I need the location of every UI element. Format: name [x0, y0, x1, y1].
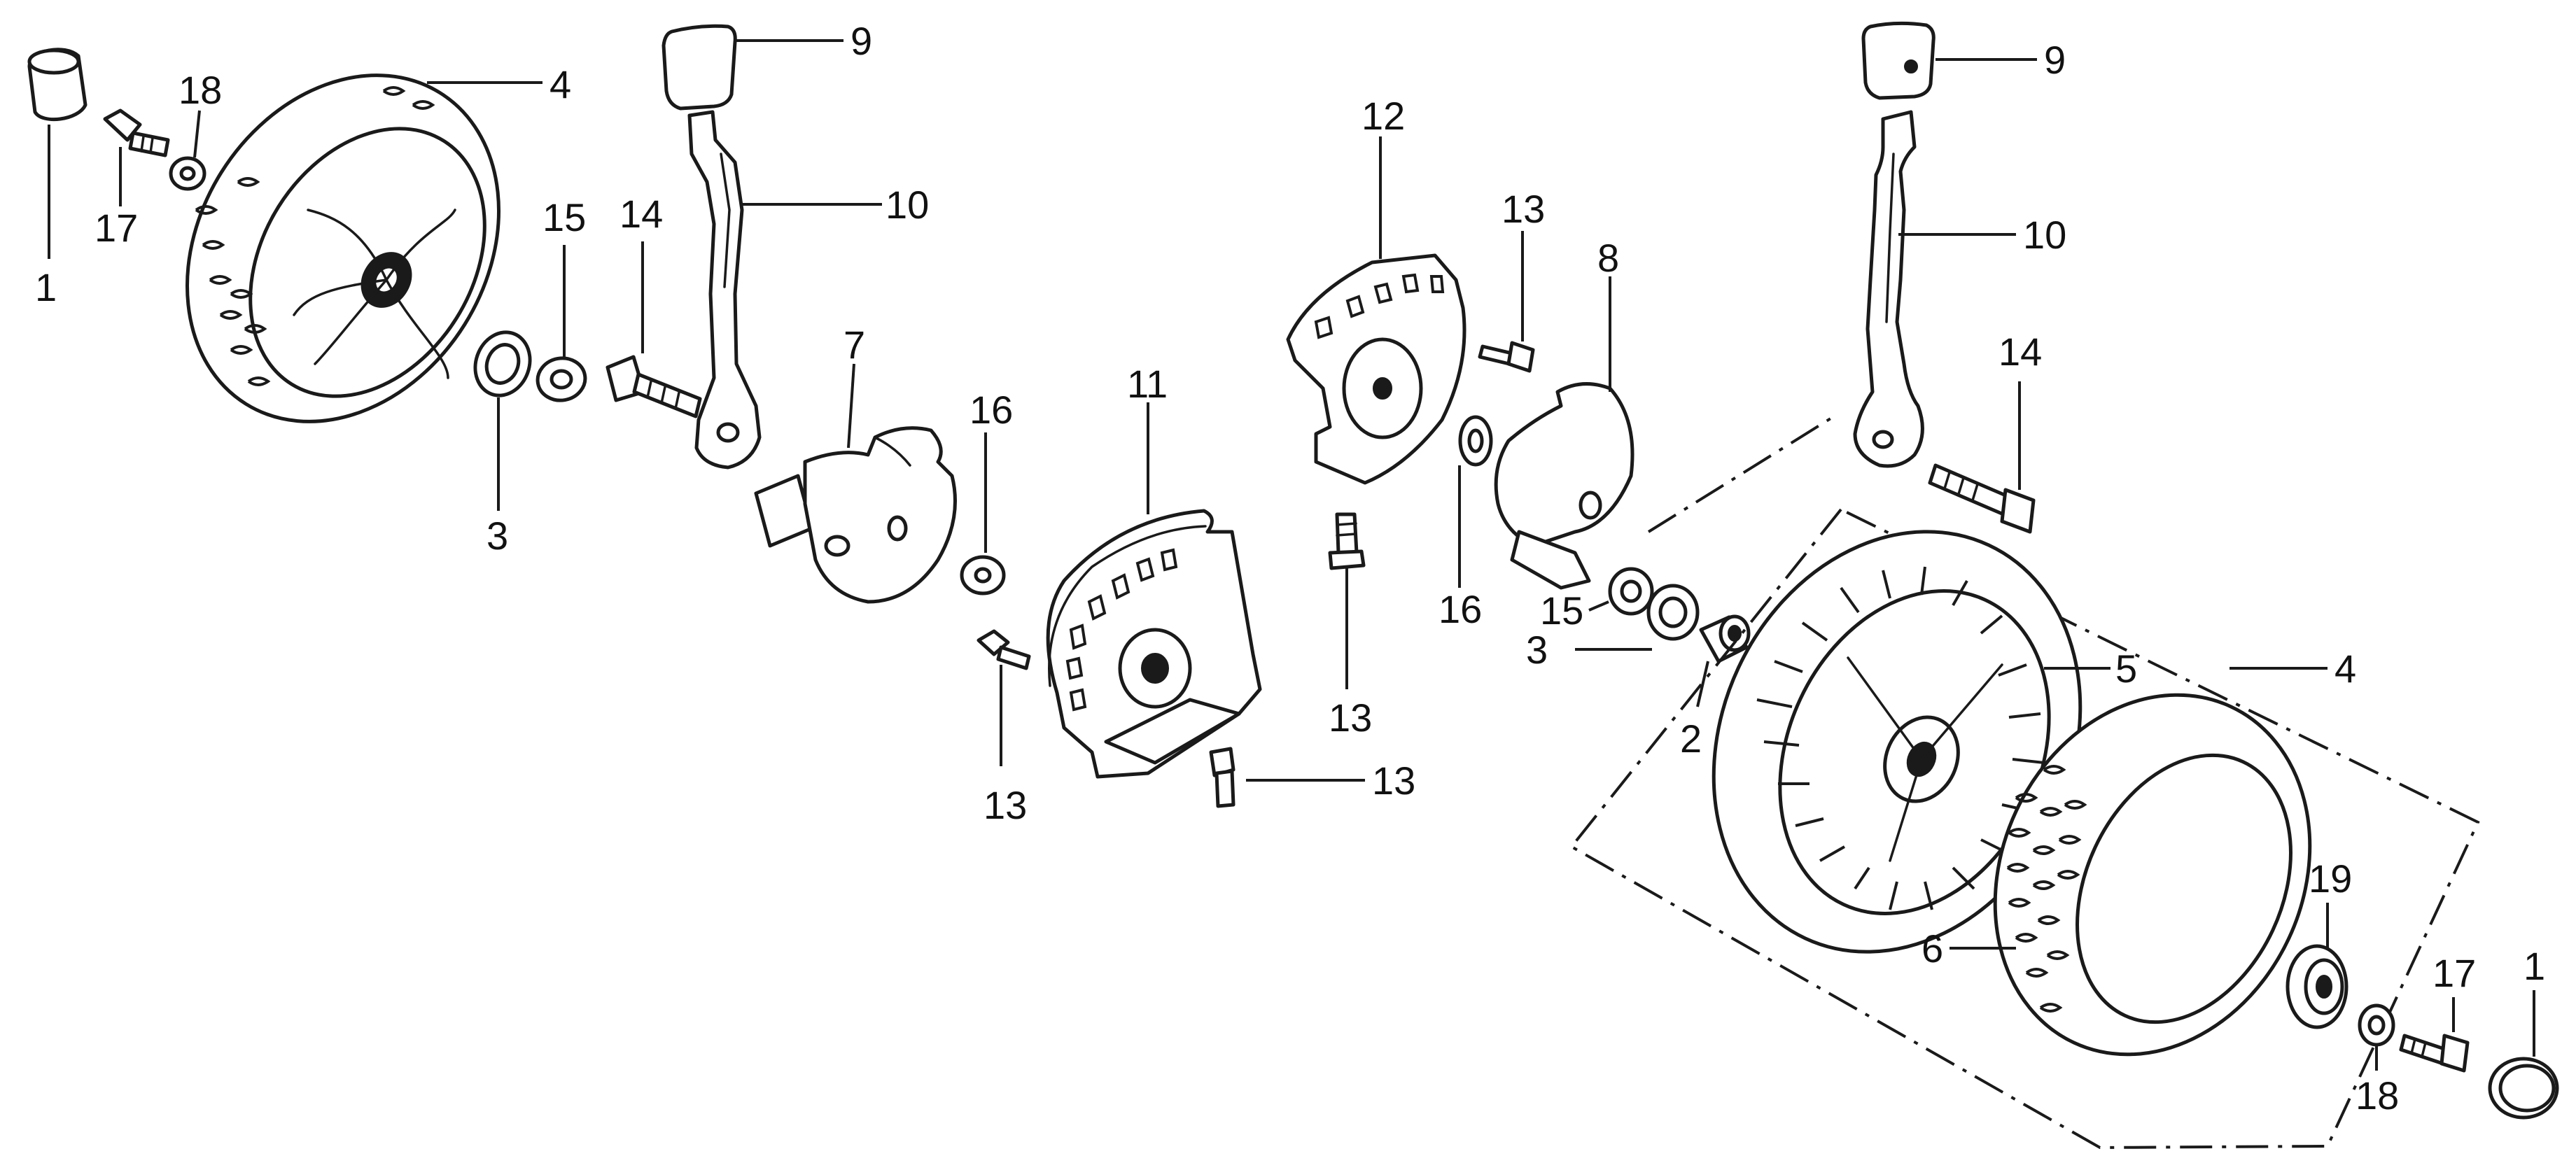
part-14-bolt-right [1928, 381, 2036, 534]
callout-4-right: 4 [2334, 647, 2356, 691]
callout-8: 8 [1597, 236, 1619, 280]
part-9-grip-left [662, 24, 844, 111]
callout-18-left: 18 [178, 68, 222, 112]
part-13-bolt-a [976, 629, 1031, 766]
callout-2: 2 [1680, 717, 1702, 761]
part-16-washer-left [960, 432, 1006, 595]
part-3-spacer-right [1575, 584, 1700, 651]
part-5-wheel-rim [1712, 530, 2110, 954]
callout-1-left: 1 [35, 265, 57, 309]
part-4-wheel-left [186, 73, 542, 423]
part-12-sector-plate-upper [1286, 136, 1466, 485]
callout-6: 6 [1921, 926, 1943, 971]
part-3-spacer-left [473, 330, 532, 511]
part-2-bushing [1696, 614, 1751, 707]
part-9-grip-right [1861, 21, 2037, 100]
callout-10-left: 10 [886, 183, 929, 227]
part-10-lever-left [687, 110, 882, 470]
part-18-washer-left [169, 110, 206, 191]
callout-16-left: 16 [969, 388, 1013, 432]
callout-14-right: 14 [1998, 330, 2042, 374]
callout-12: 12 [1362, 94, 1405, 138]
callout-19: 19 [2309, 857, 2352, 901]
callout-13-a: 13 [983, 783, 1027, 827]
part-11-sector-plate [1046, 402, 1262, 779]
assembly-group-boundary [1569, 508, 2480, 1150]
callout-15-right: 15 [1540, 588, 1583, 633]
callout-7: 7 [844, 323, 865, 367]
callout-labels: 1 17 18 4 3 15 14 9 10 7 16 11 13 13 13 … [35, 19, 2545, 1118]
callout-5: 5 [2115, 647, 2137, 691]
callout-13-d: 13 [1502, 187, 1545, 231]
callout-14-left: 14 [620, 192, 663, 236]
part-1-hub-cap-left [27, 48, 88, 259]
callout-11: 11 [1127, 362, 1168, 406]
part-13-bolt-c [1328, 512, 1366, 689]
part-13-bolt-b [1209, 747, 1365, 808]
callout-1-right: 1 [2524, 944, 2545, 988]
part-18-washer-right [2358, 1003, 2395, 1071]
callout-13-b: 13 [1372, 759, 1415, 803]
callout-9-left: 9 [850, 19, 872, 63]
part-15-washer-right [1588, 567, 1654, 616]
part-15-washer-left [536, 245, 587, 402]
part-8-adjuster-plate-right [1494, 276, 1634, 590]
callout-18-right: 18 [2356, 1073, 2399, 1118]
part-17-bolt-right [2399, 997, 2470, 1073]
callout-10-right: 10 [2023, 213, 2066, 257]
part-17-bolt-left [103, 108, 170, 206]
part-19-bearing [2286, 903, 2348, 1029]
axis-line [1647, 415, 1835, 533]
callout-3-left: 3 [486, 514, 508, 558]
part-6-tyre [1949, 693, 2312, 1057]
part-10-lever-right [1853, 110, 2016, 468]
callout-13-c: 13 [1329, 696, 1372, 740]
callout-3-right: 3 [1526, 628, 1548, 672]
callout-16-right: 16 [1438, 587, 1482, 631]
part-13-bolt-d [1478, 231, 1535, 373]
callout-15-left: 15 [542, 195, 586, 239]
part-14-bolt-left [606, 241, 702, 418]
callout-17-left: 17 [94, 206, 138, 250]
part-16-washer-right [1458, 415, 1493, 588]
callout-17-right: 17 [2432, 951, 2476, 995]
part-1-hub-cap-right [2488, 990, 2559, 1120]
part-7-adjuster-plate [754, 363, 957, 604]
callout-9-right: 9 [2044, 38, 2066, 82]
callout-4-left: 4 [550, 62, 571, 106]
